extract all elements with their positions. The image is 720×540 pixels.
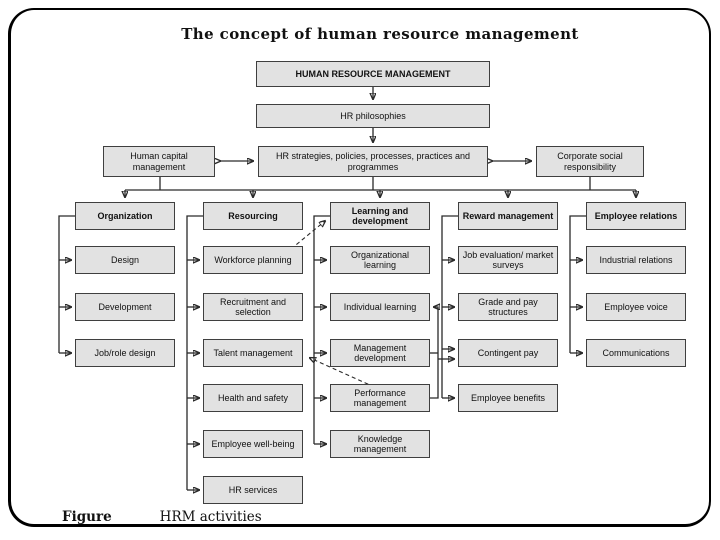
node-grade-pay-structures: Grade and pay structures [458,293,558,321]
figure-caption-text: HRM activities [159,509,262,525]
figure-label: Figure [62,509,112,525]
node-industrial-relations: Industrial relations [586,246,686,274]
node-hr-services: HR services [203,476,303,504]
node-hrm-root: HUMAN RESOURCE MANAGEMENT [256,61,490,87]
node-employee-wellbeing: Employee well-being [203,430,303,458]
node-communications: Communications [586,339,686,367]
node-workforce-planning: Workforce planning [203,246,303,274]
column-header-employee-relations: Employee relations [586,202,686,230]
column-header-learning-development: Learning and development [330,202,430,230]
figure-caption: Figure HRM activities [62,509,262,525]
node-human-capital-management: Human capital management [103,146,215,177]
node-recruitment-selection: Recruitment and selection [203,293,303,321]
node-employee-voice: Employee voice [586,293,686,321]
column-header-organization: Organization [75,202,175,230]
node-talent-management: Talent management [203,339,303,367]
slide-title: The concept of human resource management [181,25,579,43]
node-health-safety: Health and safety [203,384,303,412]
column-header-resourcing: Resourcing [203,202,303,230]
node-individual-learning: Individual learning [330,293,430,321]
node-hr-philosophies: HR philosophies [256,104,490,128]
column-header-reward-management: Reward management [458,202,558,230]
node-design: Design [75,246,175,274]
node-corporate-social-responsibility: Corporate social responsibility [536,146,644,177]
node-job-evaluation: Job evaluation/ market surveys [458,246,558,274]
node-job-role-design: Job/role design [75,339,175,367]
node-hr-strategies: HR strategies, policies, processes, prac… [258,146,488,177]
node-knowledge-management: Knowledge management [330,430,430,458]
node-development: Development [75,293,175,321]
node-management-development: Management development [330,339,430,367]
slide-frame [8,8,711,527]
node-contingent-pay: Contingent pay [458,339,558,367]
node-employee-benefits: Employee benefits [458,384,558,412]
node-organizational-learning: Organizational learning [330,246,430,274]
node-performance-management: Performance management [330,384,430,412]
